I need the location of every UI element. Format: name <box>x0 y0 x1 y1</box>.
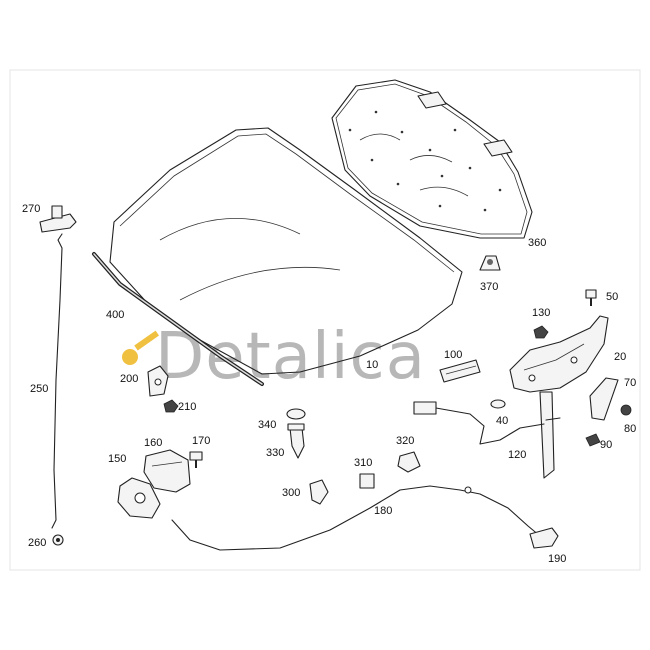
callout-170: 170 <box>192 435 210 447</box>
callout-320: 320 <box>396 435 414 447</box>
callout-80: 80 <box>624 423 636 435</box>
callout-400: 400 <box>106 309 124 321</box>
hinge-cover-plate <box>589 377 619 421</box>
callout-160: 160 <box>144 437 162 449</box>
callout-260: 260 <box>28 537 46 549</box>
callout-250: 250 <box>30 383 48 395</box>
callout-150: 150 <box>108 453 126 465</box>
callout-100: 100 <box>444 349 462 361</box>
watermark: Detalica <box>122 320 426 394</box>
hood-prop-rod <box>51 233 63 529</box>
callout-70: 70 <box>624 377 636 389</box>
lock-bolt <box>189 451 203 468</box>
buffer-cap <box>286 408 306 420</box>
watermark-text: Detalica <box>155 320 426 394</box>
insulation-clip <box>479 255 501 271</box>
hood-switch-harness <box>413 401 545 445</box>
callout-310: 310 <box>354 457 372 469</box>
callout-50: 50 <box>606 291 618 303</box>
callout-330: 330 <box>266 447 284 459</box>
hinge-washer <box>490 399 506 409</box>
hood-bracket <box>147 365 169 397</box>
diagram-frame <box>9 69 641 571</box>
callout-90: 90 <box>600 439 612 451</box>
prop-rod-holder <box>39 205 77 233</box>
callout-190: 190 <box>548 553 566 565</box>
callout-200: 200 <box>120 373 138 385</box>
release-handle <box>529 527 559 549</box>
callout-20: 20 <box>614 351 626 363</box>
bracket-nut <box>163 399 179 413</box>
cable-clip <box>309 479 329 505</box>
hood-catch <box>143 449 191 493</box>
rubber-buffer <box>287 423 305 459</box>
callout-270: 270 <box>22 203 40 215</box>
key-icon <box>122 330 160 365</box>
callout-120: 120 <box>508 449 526 461</box>
callout-40: 40 <box>496 415 508 427</box>
hood-lock-left <box>117 477 161 519</box>
callout-labels: 10 20 40 50 70 80 90 100 120 130 150 160… <box>22 203 636 565</box>
hood-insulation-mat <box>331 79 533 239</box>
hinge-nut <box>533 325 549 339</box>
callout-340: 340 <box>258 419 276 431</box>
hinge-grommet <box>620 404 632 416</box>
prop-rod-grommet <box>52 534 64 546</box>
callout-130: 130 <box>532 307 550 319</box>
cable-retainer <box>397 451 421 473</box>
callout-370: 370 <box>480 281 498 293</box>
callout-300: 300 <box>282 487 300 499</box>
cable-holder-clip <box>359 473 375 489</box>
hinge-screw <box>585 433 601 447</box>
callout-180: 180 <box>374 505 392 517</box>
callout-360: 360 <box>528 237 546 249</box>
callout-210: 210 <box>178 401 196 413</box>
hood-hinge-right <box>509 315 609 479</box>
callout-10: 10 <box>366 359 378 371</box>
hood-buffer <box>439 359 481 383</box>
hood-seal-strip <box>92 252 264 386</box>
mat-clip-dots <box>348 110 502 212</box>
release-cable <box>171 485 541 551</box>
hinge-bolt <box>585 289 597 306</box>
